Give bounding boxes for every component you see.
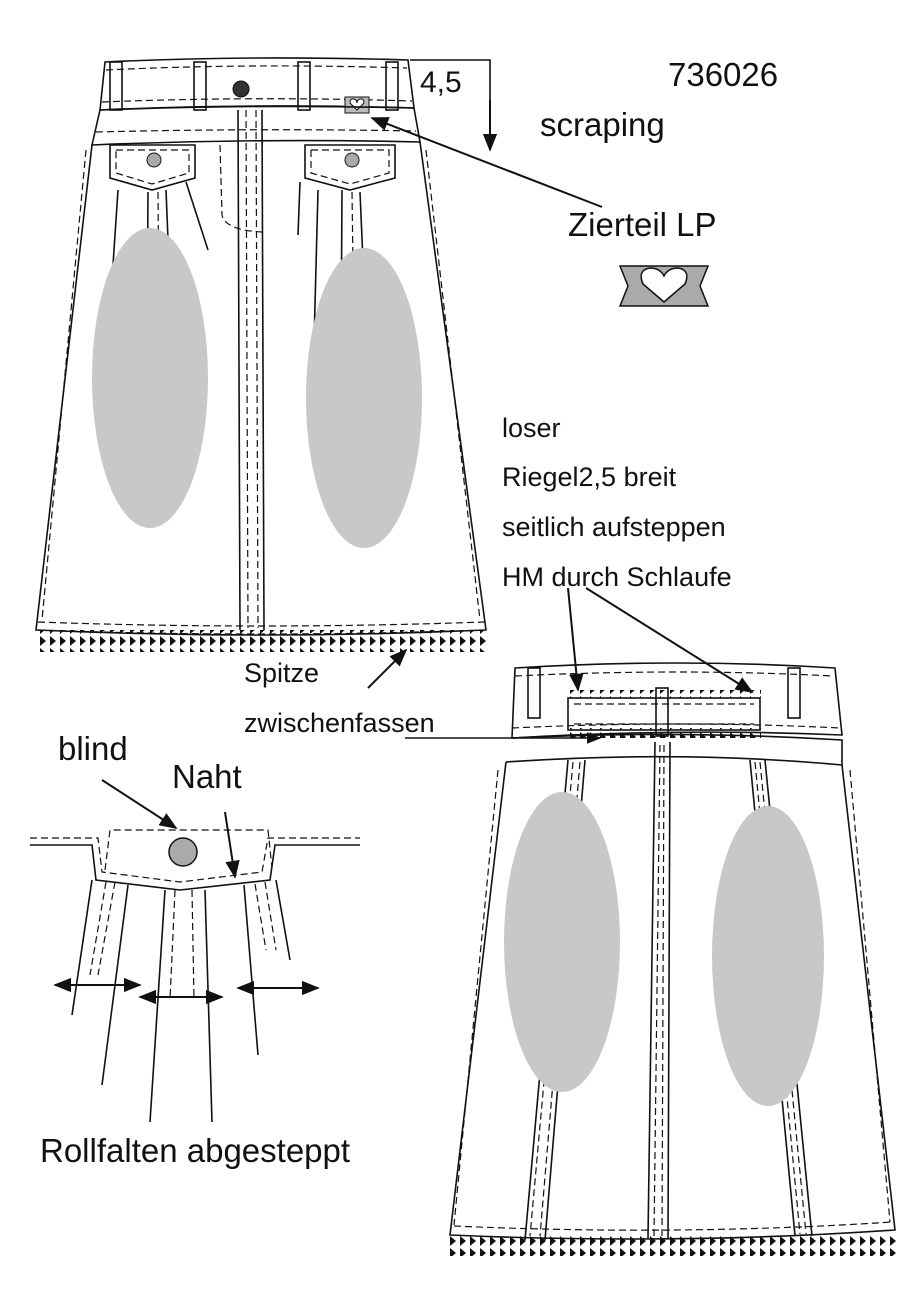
button-icon (344, 152, 360, 168)
arrow-icon (224, 811, 240, 879)
arrow-icon (367, 648, 408, 689)
arrow-icon (370, 117, 603, 208)
button-icon (232, 80, 250, 98)
belt-loop (193, 61, 207, 111)
button-icon (146, 152, 162, 168)
seam-label: Naht (172, 758, 242, 795)
heart-icon (618, 265, 710, 307)
button-icon (168, 837, 198, 867)
pocket-detail (30, 829, 360, 1123)
lace-label-line1: Spitze (244, 658, 320, 688)
pleats-label: Rollfalten abgesteppt (40, 1132, 351, 1169)
belt-note-4: HM durch Schlaufe (502, 562, 732, 592)
belt-note-1: loser (502, 413, 561, 443)
belt-loop (297, 61, 311, 111)
belt-note-2: Riegel2,5 breit (502, 462, 677, 492)
lace-trim (36, 630, 486, 652)
arrow-icon (101, 779, 178, 829)
measure-bracket (410, 59, 498, 152)
front-view-skirt (35, 57, 487, 652)
pocket-flap-left (109, 144, 196, 191)
heart-icon (344, 96, 370, 114)
wash-shade (306, 248, 422, 548)
pocket-flap-right (304, 144, 396, 191)
lace-label-line2: zwischenfassen (244, 708, 435, 738)
blind-label: blind (58, 730, 128, 767)
back-view-skirt (448, 662, 898, 1256)
wash-shade (504, 792, 620, 1092)
belt-note-3: seitlich aufsteppen (502, 512, 726, 542)
belt-loop (385, 61, 399, 111)
loose-belt-tab (567, 697, 761, 731)
measure-label: 4,5 (420, 66, 462, 99)
wash-shade (92, 228, 208, 528)
arrow-icon (585, 587, 754, 693)
wash-shade (712, 806, 824, 1106)
lace-trim (448, 1234, 898, 1256)
scraping-label: scraping (540, 106, 665, 143)
ornament-label: Zierteil LP (568, 206, 717, 243)
arrow-icon (567, 587, 584, 692)
style-number: 736026 (668, 56, 779, 93)
